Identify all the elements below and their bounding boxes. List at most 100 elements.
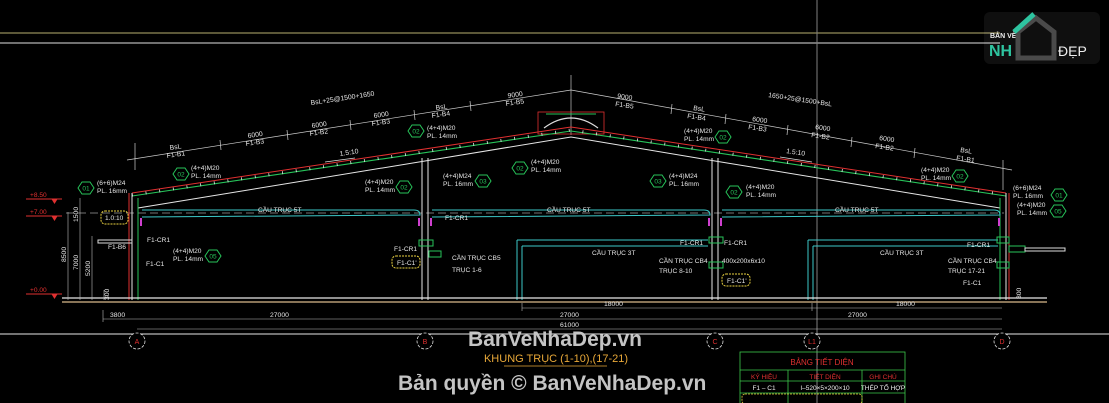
bolt-spec: (4+4)M20 — [746, 184, 775, 191]
plate-spec: PL. 14mm — [427, 133, 458, 140]
plate-spec: PL. 14mm — [531, 167, 562, 174]
plate-spec: PL. 16mm — [443, 181, 474, 188]
member-label: F1-C1 — [963, 280, 982, 287]
bolt-spec: (4+4)M20 — [684, 128, 713, 135]
dim-len: BsL — [435, 103, 448, 112]
bolt-spec: (4+4)M20 — [173, 248, 202, 255]
dim-len: BsL — [169, 143, 182, 152]
revision-cloud — [391, 255, 421, 269]
roof-dim-left-total: BsL+25@1500+1650 — [310, 91, 375, 107]
connection-tag: 02 — [719, 135, 727, 142]
member-mark: F1-B5 — [615, 101, 635, 111]
crane-brackets — [140, 218, 1000, 226]
table-header: KÝ HIỆU — [751, 372, 777, 381]
level-label: +7.00 — [30, 209, 47, 216]
plate-spec: PL. 14mm — [365, 187, 396, 194]
member-label: F1-CR1 — [967, 242, 990, 249]
dim-len: 6000 — [879, 135, 895, 144]
dim-len: 9000 — [617, 93, 633, 102]
roof-dim-right-total: 1650+25@1500+BsL — [768, 92, 833, 108]
hexagon-tag-icon — [407, 124, 425, 138]
bolt-spec: (4+4)M20 — [1017, 202, 1046, 209]
plate-spec: PL. 14mm — [173, 256, 204, 263]
ridge-ventilator — [537, 111, 605, 135]
slope-label: 1.0:10 — [105, 215, 124, 222]
house-icon — [1015, 14, 1057, 61]
roof-dimension-lines — [126, 89, 1013, 190]
bolt-spec: (6+6)M24 — [1013, 185, 1042, 192]
drawing-title: KHUNG TRỤC (1-10),(17-21) — [484, 353, 628, 365]
crane-label: CẦU TRỤC 3T — [880, 247, 923, 257]
bolt-spec: (4+4)M24 — [443, 173, 472, 180]
axis-label: C — [712, 339, 717, 346]
logo-text-top: BẢN VẼ — [990, 31, 1017, 40]
vertical-dim: 1500 — [73, 207, 80, 222]
member-label: F1-C1 — [146, 261, 165, 268]
hexagon-tag-icon — [77, 181, 95, 195]
crane-beam-label: CẦN TRỤC CB4 — [659, 255, 708, 265]
section-label: 400x200x6x10 — [722, 258, 765, 265]
bolt-spec: (4+4)M20 — [921, 167, 950, 174]
plate-spec: PL. 16mm — [97, 188, 128, 195]
crane-label: CẦU TRỤC 3T — [592, 247, 635, 257]
level-markers — [26, 198, 62, 299]
connection-tag: 02 — [956, 174, 964, 181]
connection-tag: 02 — [412, 129, 420, 136]
watermark-copyright: Bản quyền © BanVeNhaDep.vn — [398, 372, 706, 395]
horizontal-dim: 27000 — [848, 312, 867, 319]
section-table — [739, 351, 906, 403]
roof-dims-right: 9000 F1-B5 BsL F1-B4 6000 F1-B3 6000 F1-… — [615, 93, 976, 165]
member-mark: F1-B2 — [811, 132, 831, 142]
member-mark: F1-B3 — [245, 138, 265, 148]
member-mark: F1-B5 — [505, 98, 525, 108]
member-mark: F1-B3 — [748, 124, 768, 134]
member-mark: F1-B2 — [309, 128, 329, 138]
horizontal-dim: 18000 — [896, 301, 915, 308]
horizontal-dim: 18000 — [604, 301, 623, 308]
hexagon-tag-icon — [725, 185, 743, 199]
roof-accent-icon — [1012, 12, 1036, 34]
member-mark: F1-B1 — [956, 155, 976, 165]
member-mark: F1-B4 — [431, 110, 451, 120]
slope-left: 1.5:10 — [324, 148, 359, 163]
member-label: F1-B6 — [108, 244, 126, 251]
vertical-dim: 7000 — [73, 255, 80, 270]
crane-beam-axes: TRỤC 17-21 — [948, 268, 985, 275]
logo: BẢN VẼ NH ĐẸP — [984, 12, 1100, 64]
connection-tag: 03 — [479, 179, 487, 186]
hexagon-tag-icon — [395, 180, 413, 194]
slope-label: 1.5:10 — [339, 148, 359, 158]
connection-tag: 03 — [654, 179, 662, 186]
plate-spec: PL. 16mm — [669, 181, 700, 188]
horizontal-dim-total: 61000 — [560, 322, 579, 329]
crane-label: CẦU TRỤC 5T — [258, 204, 301, 214]
plate-spec: PL. 14mm — [921, 175, 952, 182]
member-label: F1-CR1 — [445, 215, 468, 222]
table-header: TIẾT DIỆN — [809, 371, 841, 381]
slope-right: 1.5:10 — [779, 148, 813, 163]
member-label: F1-CR1 — [394, 246, 417, 253]
crane-beam-axes: TRỤC 1-6 — [452, 267, 482, 274]
hexagon-tag-icon — [714, 130, 732, 144]
hexagon-tag-icon — [1049, 204, 1067, 218]
columns — [128, 158, 1010, 300]
horizontal-dim-lines — [102, 303, 1002, 330]
table-header: GHI CHÚ — [869, 372, 897, 381]
hexagon-tag-icon — [511, 161, 529, 175]
connection-tag: 05 — [1054, 209, 1062, 216]
bolt-spec: (4+4)M24 — [669, 173, 698, 180]
plate-spec: PL. 14mm — [684, 136, 715, 143]
axis-label: B — [423, 339, 428, 346]
connection-tag: 02 — [400, 185, 408, 192]
crane-beam-axes: TRỤC 8-10 — [659, 268, 693, 275]
logo-text-dep: ĐẸP — [1058, 43, 1087, 59]
dim-len: 6000 — [815, 124, 831, 133]
